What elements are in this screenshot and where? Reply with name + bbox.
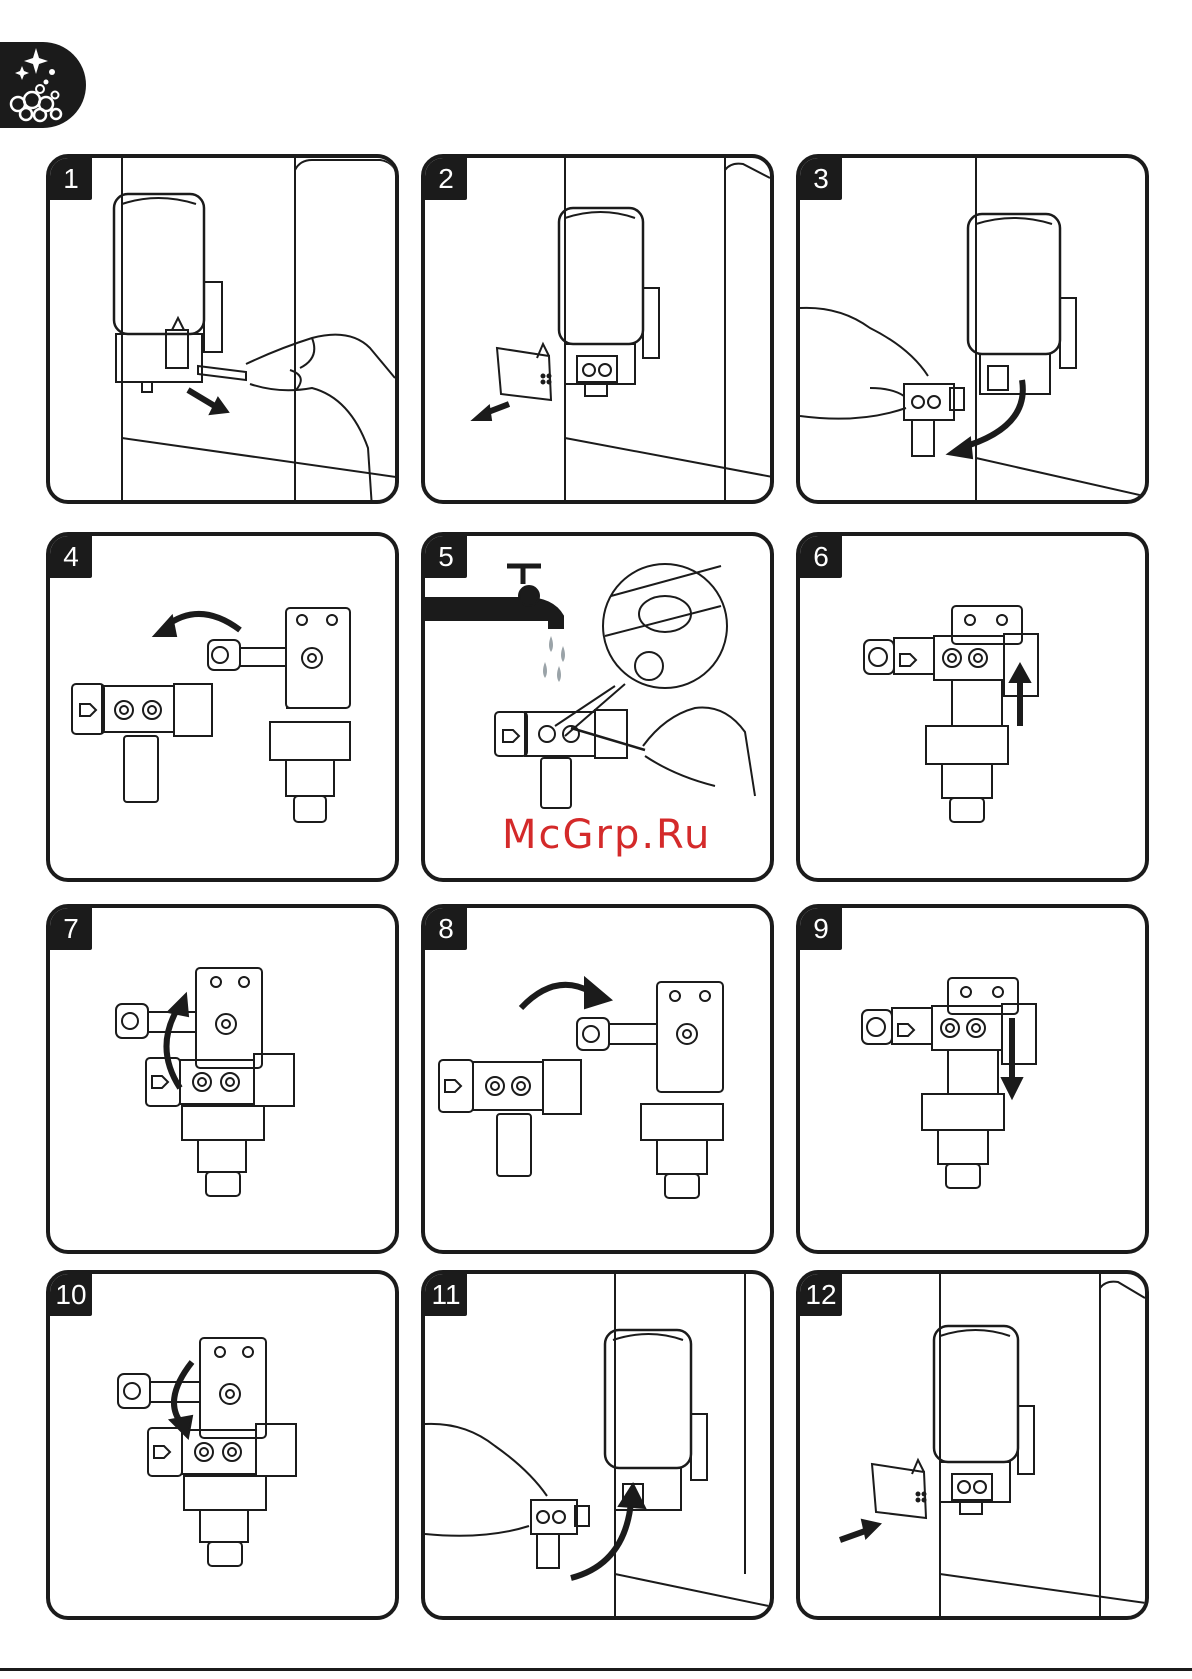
bottom-rule xyxy=(0,1668,1192,1671)
step-panel-11: 11 xyxy=(421,1270,774,1620)
step-panel-3: 3 xyxy=(796,154,1149,504)
cleaning-badge xyxy=(0,42,86,128)
step-panel-2: 2 xyxy=(421,154,774,504)
step-number: 7 xyxy=(50,908,92,950)
step-number: 6 xyxy=(800,536,842,578)
watermark: McGrp.Ru xyxy=(502,812,711,858)
step-panel-1: 1 xyxy=(46,154,399,504)
step-illustration xyxy=(425,908,774,1254)
step-illustration xyxy=(50,536,399,882)
step-illustration xyxy=(800,908,1149,1254)
step-panel-7: 7 xyxy=(46,904,399,1254)
instruction-grid: 1 2 xyxy=(46,154,1150,1624)
step-panel-6: 6 xyxy=(796,532,1149,882)
step-illustration xyxy=(800,1274,1149,1620)
step-panel-4: 4 xyxy=(46,532,399,882)
step-illustration xyxy=(425,1274,774,1620)
step-illustration xyxy=(800,158,1149,504)
step-illustration xyxy=(50,908,399,1254)
step-illustration xyxy=(800,536,1149,882)
step-number: 1 xyxy=(50,158,92,200)
step-panel-12: 12 xyxy=(796,1270,1149,1620)
step-number: 9 xyxy=(800,908,842,950)
step-illustration xyxy=(50,1274,399,1620)
step-illustration xyxy=(425,158,774,504)
step-panel-8: 8 xyxy=(421,904,774,1254)
step-panel-9: 9 xyxy=(796,904,1149,1254)
step-panel-10: 10 xyxy=(46,1270,399,1620)
step-number: 11 xyxy=(425,1274,467,1316)
step-number: 12 xyxy=(800,1274,842,1316)
step-number: 4 xyxy=(50,536,92,578)
step-number: 2 xyxy=(425,158,467,200)
step-illustration xyxy=(50,158,399,504)
step-number: 5 xyxy=(425,536,467,578)
cleaning-sparkle-bubbles-icon xyxy=(0,42,86,128)
step-number: 3 xyxy=(800,158,842,200)
step-number: 10 xyxy=(50,1274,92,1316)
step-number: 8 xyxy=(425,908,467,950)
